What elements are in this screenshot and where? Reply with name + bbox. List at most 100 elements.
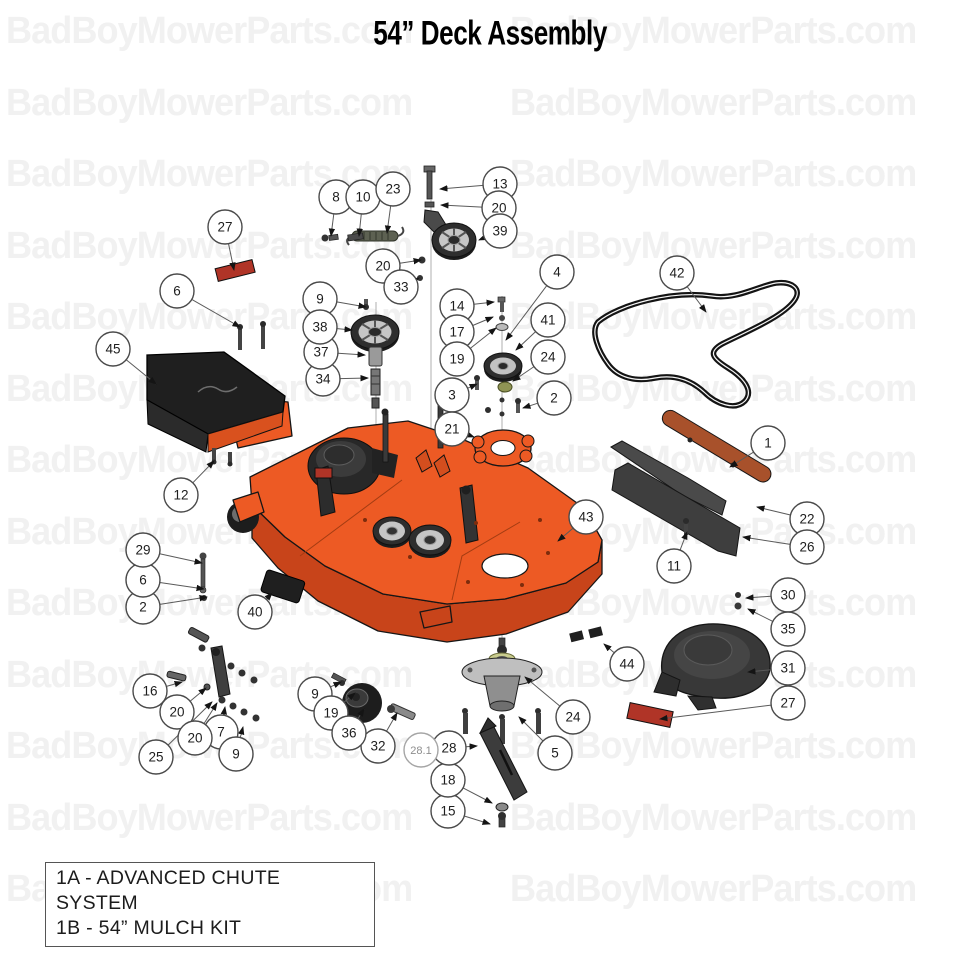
svg-text:9: 9	[316, 292, 324, 307]
callout-14: 14	[439, 288, 475, 324]
svg-text:19: 19	[449, 352, 464, 367]
badboy-logo-mark	[197, 385, 238, 393]
leader-line-9	[330, 681, 342, 689]
svg-text:3: 3	[448, 388, 456, 403]
svg-text:36: 36	[341, 726, 356, 741]
leader-line-19	[469, 327, 497, 349]
rear-bolt-stack	[199, 552, 207, 601]
svg-text:31: 31	[780, 661, 795, 676]
callout-38: 38	[302, 309, 338, 345]
leader-line-18	[462, 787, 493, 804]
svg-text:27: 27	[217, 220, 232, 235]
leader-line-21	[465, 431, 475, 438]
leader-line-2	[522, 402, 538, 409]
leader-line-32	[386, 712, 398, 732]
callout-30: 30	[770, 577, 806, 613]
leader-line-27	[228, 243, 236, 271]
legend-line-1a: 1A - ADVANCED CHUTE SYSTEM	[56, 867, 281, 914]
svg-text:21: 21	[444, 422, 459, 437]
svg-text:2: 2	[139, 600, 147, 615]
callout-24: 24	[530, 339, 566, 375]
svg-text:43: 43	[578, 510, 593, 525]
svg-text:28: 28	[441, 741, 456, 756]
svg-text:13: 13	[492, 177, 507, 192]
leader-line-3	[467, 383, 478, 390]
leader-line-17	[472, 316, 494, 326]
svg-text:2: 2	[550, 391, 558, 406]
deck-spindle-cover	[307, 437, 398, 517]
svg-text:17: 17	[449, 325, 464, 340]
belt-cover	[146, 321, 293, 467]
leader-line-5	[518, 716, 544, 742]
svg-text:45: 45	[105, 342, 120, 357]
discharge-cover	[569, 592, 771, 711]
leader-line-12	[192, 460, 215, 484]
callout-42: 42	[659, 255, 695, 291]
svg-text:16: 16	[142, 684, 157, 699]
leader-line-24	[512, 366, 535, 382]
leader-line-31	[747, 668, 772, 675]
bushing	[497, 381, 513, 393]
callout-28.1: 28.1	[403, 732, 439, 768]
svg-text:18: 18	[440, 773, 455, 788]
svg-text:29: 29	[135, 543, 150, 558]
callout-27: 27	[770, 685, 806, 721]
page-title: 54” Deck Assembly	[373, 13, 607, 53]
svg-text:7: 7	[217, 725, 225, 740]
leader-line-45	[125, 359, 157, 385]
callout-4: 4	[539, 254, 575, 290]
svg-text:20: 20	[169, 705, 184, 720]
callout-35: 35	[770, 611, 806, 647]
leader-line-30	[745, 594, 772, 601]
callout-39: 39	[482, 213, 518, 249]
spindle-assembly	[461, 637, 543, 744]
callout-layer: 1223456678999101112131415161718191920202…	[95, 166, 825, 829]
callout-1: 1	[750, 425, 786, 461]
callout-21: 21	[434, 411, 470, 447]
svg-text:15: 15	[440, 804, 455, 819]
svg-text:20: 20	[375, 259, 390, 274]
callout-31: 31	[770, 650, 806, 686]
svg-text:20: 20	[491, 201, 506, 216]
legend-box: 1A - ADVANCED CHUTE SYSTEM 1B - 54” MULC…	[45, 862, 375, 947]
upper-idler-assembly	[417, 165, 477, 281]
cutting-blade	[478, 717, 528, 828]
warning-decal-upper	[214, 258, 256, 282]
callout-34: 34	[305, 361, 341, 397]
leader-line-42	[686, 286, 707, 313]
leader-line-35	[747, 608, 774, 622]
callout-20: 20	[177, 720, 213, 756]
callout-2: 2	[125, 589, 161, 625]
svg-text:25: 25	[148, 750, 163, 765]
svg-text:19: 19	[323, 706, 338, 721]
callout-33: 33	[383, 269, 419, 305]
callout-15: 15	[430, 793, 466, 829]
leader-line-44	[603, 643, 615, 654]
leader-line-37	[337, 351, 366, 358]
svg-text:24: 24	[540, 350, 556, 365]
leader-line-9	[238, 726, 245, 738]
spindle-hole	[481, 553, 529, 579]
callout-45: 45	[95, 331, 131, 367]
callout-24: 24	[555, 699, 591, 735]
leader-line-9	[336, 301, 367, 309]
svg-text:26: 26	[799, 540, 814, 555]
warning-decal-lower	[626, 702, 674, 728]
callout-28: 28	[431, 730, 467, 766]
leader-line-38	[336, 326, 353, 333]
callout-36: 36	[331, 715, 367, 751]
leader-line-22	[756, 505, 791, 516]
mulch-blade	[661, 409, 772, 483]
leader-line-6	[159, 582, 205, 592]
svg-text:32: 32	[370, 739, 385, 754]
callout-3: 3	[434, 377, 470, 413]
leader-line-28	[465, 743, 478, 750]
callout-20: 20	[159, 694, 195, 730]
svg-text:39: 39	[492, 224, 507, 239]
callout-19: 19	[439, 341, 475, 377]
svg-text:1: 1	[764, 436, 772, 451]
leader-line-29	[159, 553, 203, 565]
callout-23: 23	[375, 171, 411, 207]
callout-9: 9	[218, 736, 254, 772]
